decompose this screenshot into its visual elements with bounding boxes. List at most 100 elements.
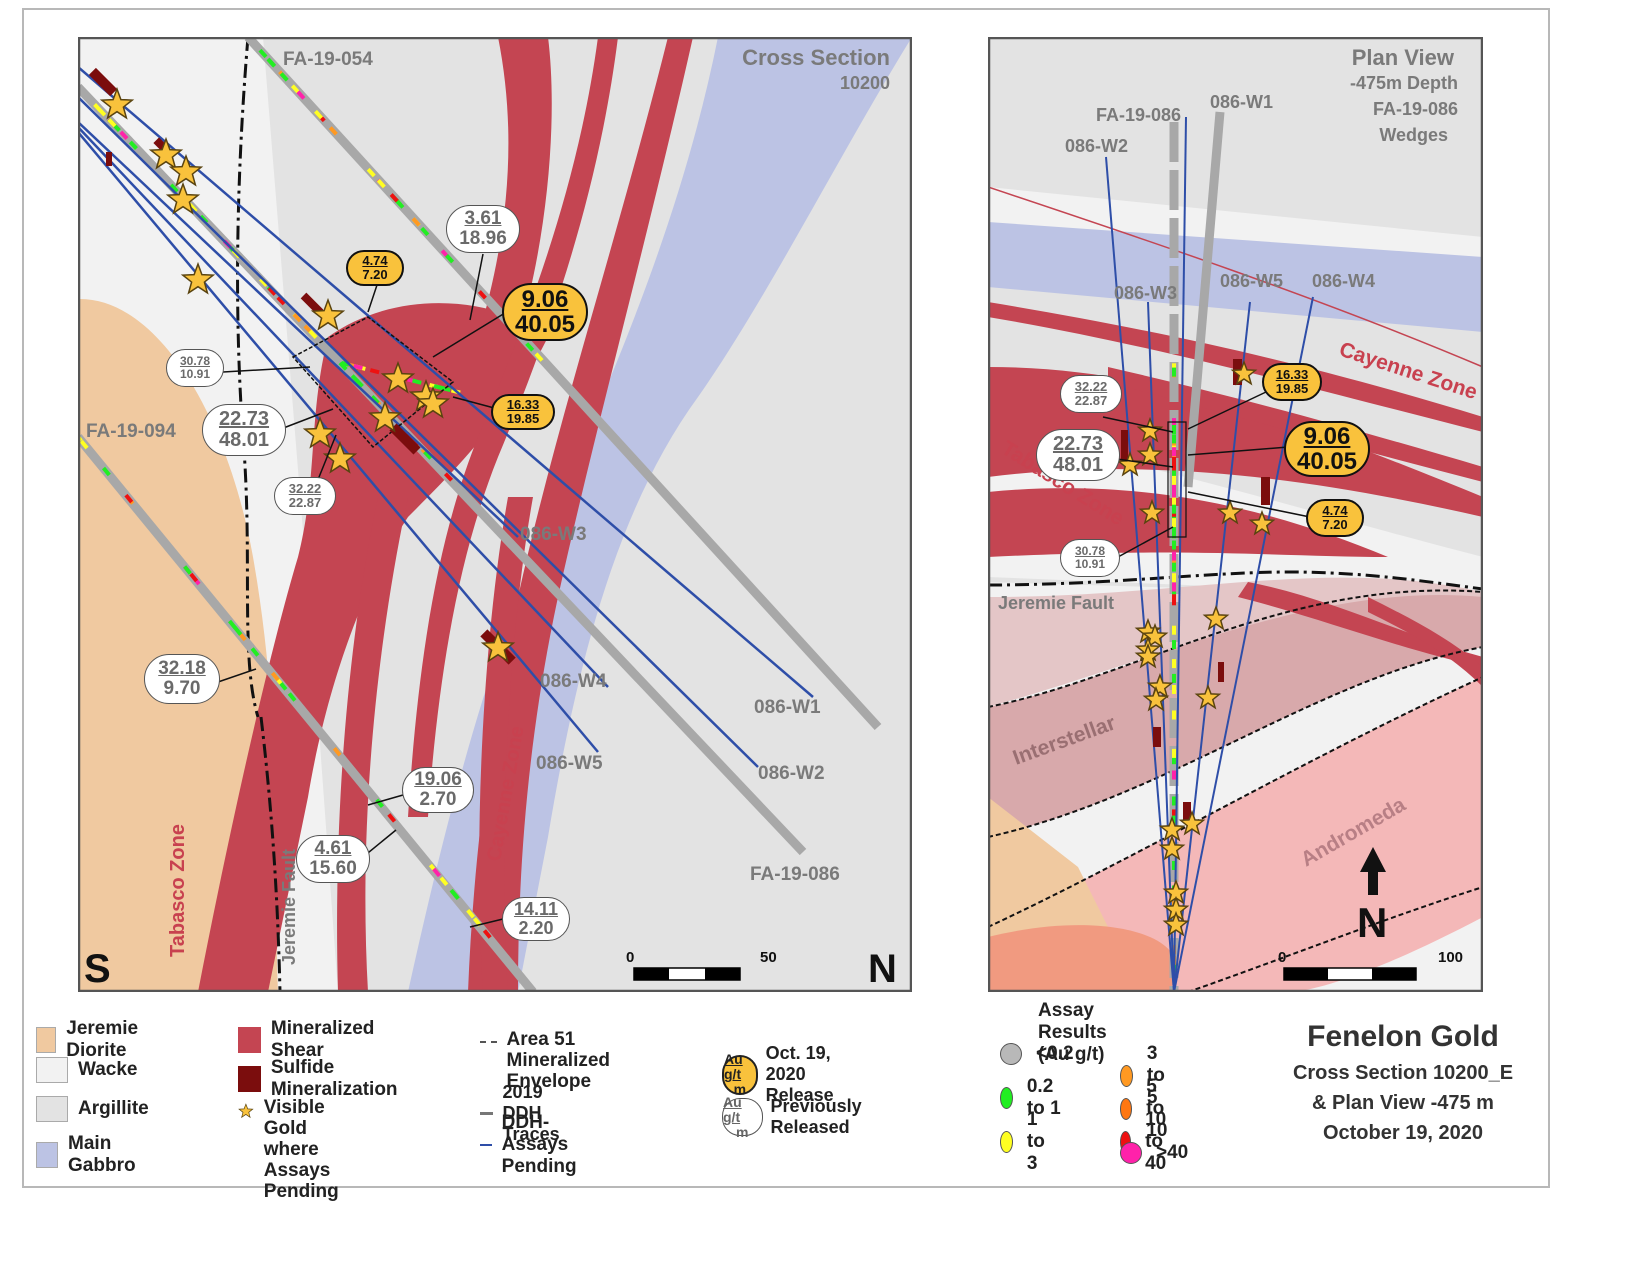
andromeda-lower [988,925,1177,992]
svg-text:50: 50 [760,949,777,966]
ddh-trace-fa054 [244,37,882,731]
mineralized-shear-cayenne-2 [479,497,533,992]
assay-tick [278,681,288,691]
legend-assay-lt02: <0.2 [1000,1043,1074,1065]
assay-tick [169,183,179,193]
hole-label-w3: 086-W3 [520,524,587,545]
assay-tick [420,226,430,237]
ddh-pending-w2 [1105,156,1175,992]
star-icon [238,1103,254,1119]
assay-tick [189,572,199,583]
title-line-1: Cross Section 10200_E [1292,1062,1514,1084]
assay-tick [1172,529,1176,539]
assay-tick [1172,861,1176,870]
visible-gold-star [1141,622,1169,649]
assay-tick [354,378,364,388]
legend-assay-10-40: 10 to 40 [1120,1109,1177,1175]
lower-shear-diag [1368,597,1483,687]
ddh-trace-w1 [1183,111,1225,488]
assay-tick [1172,748,1176,758]
assay-tick [369,368,380,375]
ddh-pending-w5 [78,131,599,753]
assay-tick [1172,815,1176,825]
hole-label-w4: 086-W4 [1312,271,1375,291]
visible-gold-star [1116,450,1144,477]
plan-view-title: Plan View [1352,45,1455,70]
assay-tick [287,692,297,702]
legend-wacke: Wacke [36,1057,138,1083]
visible-gold-star [148,136,184,170]
assay-tick [1172,755,1176,765]
assay-tick [79,439,89,450]
assay-tick [432,867,442,878]
hole-label-fa094: FA-19-094 [86,421,176,442]
assay-tick [292,313,302,323]
assay-tick [1172,673,1176,683]
assay-tick [308,329,318,339]
assay-tick [423,450,433,460]
legend-argillite: Argillite [36,1096,149,1122]
assay-tick [1172,468,1176,478]
zone-label-jeremie-fault: Jeremie Fault [998,593,1114,613]
hole-label-fa054: FA-19-054 [283,49,373,70]
visible-gold-star [99,86,135,120]
legend-ddh-pending: DDH- Assays Pending [480,1112,591,1178]
legend-sulfide: Sulfide Mineralization [238,1057,407,1101]
assay-tick [1172,551,1176,561]
assay-tick [1172,475,1176,485]
mineralized-shear-cayenne [468,37,693,992]
legend-jeremie-diorite: Jeremie Diorite [36,1018,150,1062]
assay-tick [276,296,286,306]
assay-tick [1172,594,1176,604]
area51-envelope-1 [988,589,1483,708]
title-line-2: & Plan View -475 m [1312,1092,1494,1114]
svg-text:0: 0 [626,949,634,966]
visible-gold-star [1136,416,1164,443]
area51-envelope [291,316,455,449]
visible-gold-star [310,297,346,331]
assay-tick [449,888,459,899]
assay-tick [1172,640,1176,650]
assay-tick [376,178,386,189]
assay-tick [443,472,454,482]
assay-tick [477,290,487,300]
mineralized-shear-main [198,303,548,992]
interstellar-upper [988,577,1483,707]
visible-gold-star [168,153,204,187]
visible-gold-star [1194,683,1222,710]
assay-tick [107,118,117,128]
assay-tick [266,57,276,67]
visible-gold-star [165,181,201,215]
ddh-pending-w3 [78,121,519,538]
visible-gold-star [302,415,338,449]
assay-results-title: Assay Results (Au g/t) [1038,1000,1107,1065]
hole-label-fa086: FA-19-086 [1096,105,1181,125]
assay-tick [328,126,338,136]
assay-tick [332,746,342,757]
assay-tick [1172,685,1176,694]
assay-tick [1172,562,1176,572]
core-envelope [1167,421,1187,538]
mineralized-shear-2 [408,37,618,817]
zone-label-tabasco: Tabasco Zone [167,824,189,957]
assay-tick [1172,582,1176,592]
assay-tick [338,361,348,371]
assay-tick [1172,447,1176,457]
assay-tick [270,671,280,682]
svg-text:N: N [1357,899,1387,946]
assay-tick [1172,434,1176,444]
hole-label-w4: 086-W4 [540,671,607,692]
legend-assay-gt40: >40 [1120,1142,1188,1164]
assay-tick [101,466,111,477]
visible-gold-star [367,399,403,433]
cayenne-shear-2 [1108,367,1483,482]
